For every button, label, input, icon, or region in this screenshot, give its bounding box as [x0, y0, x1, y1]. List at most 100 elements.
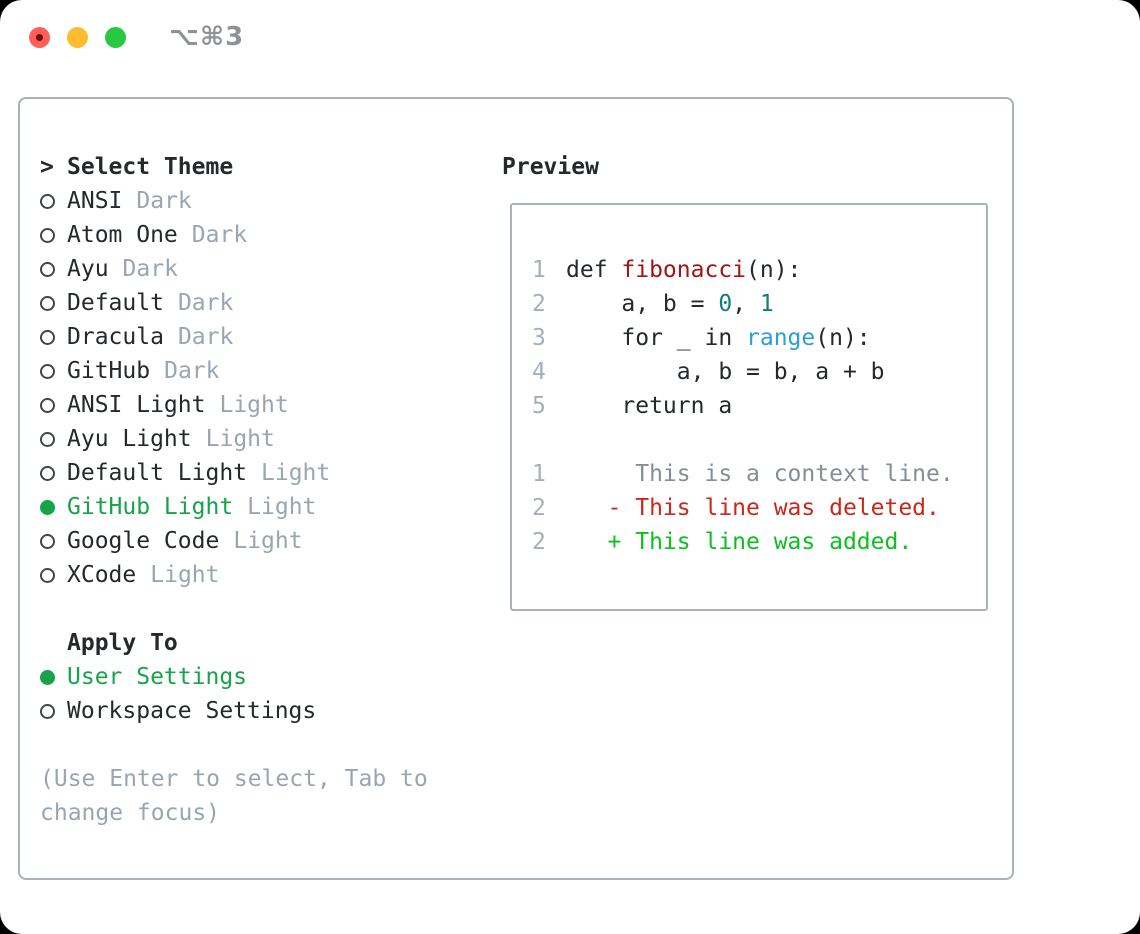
- theme-option-default-light[interactable]: Default Light Light: [40, 456, 480, 490]
- option-label: Ayu: [67, 256, 109, 282]
- select-theme-header-label: Select Theme: [67, 154, 234, 180]
- code-segment-builtin: range: [746, 325, 816, 351]
- option-label: Atom One: [67, 222, 178, 248]
- theme-option-github-light[interactable]: GitHub Light Light: [40, 490, 480, 524]
- option-label: Google Code: [67, 528, 220, 554]
- code-segment-plain: (n):: [746, 257, 802, 283]
- code-line: 1 This is a context line.: [532, 457, 986, 491]
- variant-label: Light: [261, 460, 331, 486]
- code-segment-plain: a, b = b, a + b: [566, 359, 885, 385]
- radio-slot: [40, 567, 67, 583]
- code-segment-plain: ,: [732, 291, 760, 317]
- theme-option-github[interactable]: GitHub Dark: [40, 354, 480, 388]
- radio-slot: [40, 465, 67, 481]
- radio-icon: [40, 295, 55, 311]
- radio-icon: [40, 329, 55, 345]
- select-theme-header: > Select Theme: [40, 150, 480, 184]
- option-label: XCode: [67, 562, 137, 588]
- variant-label: Dark: [177, 290, 234, 316]
- radio-icon: [40, 193, 55, 209]
- theme-option-dracula[interactable]: Dracula Dark: [40, 320, 480, 354]
- variant-label: Dark: [122, 256, 178, 282]
- radio-slot: [40, 397, 67, 413]
- radio-slot: [40, 669, 67, 685]
- code-line: 1 def fibonacci(n):: [532, 253, 986, 287]
- apply-to-header: Apply To: [40, 626, 480, 660]
- variant-label: Dark: [164, 358, 220, 384]
- option-label: GitHub Light: [67, 494, 234, 520]
- code-segment-plain: (n):: [815, 325, 871, 351]
- minimize-button[interactable]: [67, 26, 88, 48]
- radio-selected-icon: [40, 499, 55, 515]
- theme-option-atom-one[interactable]: Atom One Dark: [40, 218, 480, 252]
- theme-option-ayu[interactable]: Ayu Dark: [40, 252, 480, 286]
- radio-slot: [40, 193, 67, 209]
- radio-selected-icon: [40, 669, 55, 685]
- radio-icon: [40, 227, 55, 243]
- radio-icon: [40, 363, 55, 379]
- hint-text: (Use Enter to select, Tab to change focu…: [40, 766, 428, 826]
- code-line: 2 a, b = 0, 1: [532, 287, 986, 321]
- variant-label: Light: [205, 426, 275, 452]
- titlebar: ⌥⌘3: [29, 22, 244, 52]
- line-number: 1: [532, 257, 546, 283]
- radio-icon: [40, 567, 55, 583]
- code-segment-plain: def: [566, 257, 622, 283]
- code-segment-plain: for _ in: [566, 325, 747, 351]
- radio-slot: [40, 295, 67, 311]
- code-segment-plain: a, b =: [566, 291, 719, 317]
- radio-slot: [40, 329, 67, 345]
- code-segment-context: This is a context line.: [566, 461, 954, 487]
- line-number: 4: [532, 359, 546, 385]
- option-label: Dracula: [67, 324, 164, 350]
- radio-icon: [40, 431, 55, 447]
- apply-option-workspace-settings[interactable]: Workspace Settings: [40, 694, 480, 728]
- apply-to-header-label: Apply To: [67, 630, 178, 656]
- line-number: 2: [532, 495, 546, 521]
- code-segment-func: fibonacci: [621, 257, 747, 283]
- preview-title: Preview: [502, 154, 599, 180]
- code-segment-number: 0: [718, 291, 733, 317]
- variant-label: Light: [247, 494, 317, 520]
- line-number: 2: [532, 529, 546, 555]
- line-number: 1: [532, 461, 546, 487]
- window-title-shortcut: ⌥⌘3: [169, 22, 245, 52]
- option-label: ANSI Light: [67, 392, 206, 418]
- apply-option-user-settings[interactable]: User Settings: [40, 660, 480, 694]
- option-label: Default Light: [67, 460, 248, 486]
- code-line: 5 return a: [532, 389, 986, 423]
- spacer: [40, 592, 480, 626]
- code-segment-number: 1: [759, 291, 774, 317]
- code-segment-deleted: - This line was deleted.: [566, 495, 940, 521]
- prompt-icon: >: [40, 154, 54, 180]
- theme-option-xcode[interactable]: XCode Light: [40, 558, 480, 592]
- radio-icon: [40, 533, 55, 549]
- line-number: 5: [532, 393, 546, 419]
- radio-slot: [40, 227, 67, 243]
- radio-slot: [40, 261, 67, 277]
- variant-label: Dark: [177, 324, 234, 350]
- variant-label: Dark: [191, 222, 248, 248]
- radio-icon: [40, 465, 55, 481]
- close-button[interactable]: [29, 26, 50, 48]
- code-line: [532, 423, 986, 457]
- option-label: Workspace Settings: [67, 698, 317, 724]
- variant-label: Light: [150, 562, 220, 588]
- option-label: ANSI: [67, 188, 123, 214]
- zoom-button[interactable]: [105, 26, 126, 48]
- radio-icon: [40, 261, 55, 277]
- line-number: 2: [532, 291, 546, 317]
- radio-icon: [40, 703, 55, 719]
- radio-icon: [40, 397, 55, 413]
- radio-slot: [40, 431, 67, 447]
- option-label: GitHub: [67, 358, 151, 384]
